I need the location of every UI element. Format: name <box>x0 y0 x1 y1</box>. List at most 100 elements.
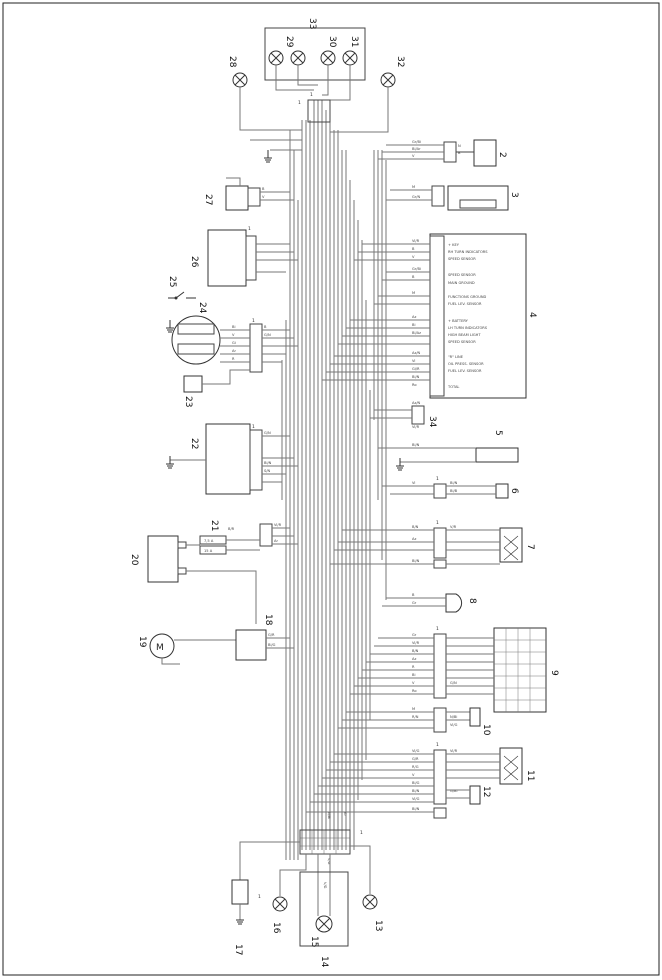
wire-vi-6: Vi <box>412 481 415 485</box>
label-11: 11 <box>525 770 535 781</box>
wire-az-9: Az <box>412 657 416 661</box>
wire-m-3: M <box>412 185 415 189</box>
wire-az-7: Az <box>412 537 416 541</box>
component-17: 1 <box>231 879 261 925</box>
ground-icon-4 <box>166 320 174 333</box>
wire-gn-9: G/N <box>450 681 457 685</box>
panel4-label-battery: + BATTERY <box>448 319 469 323</box>
switch-block-9: 1 Gr Vi/R B/N Az R Bi V Ro G/N <box>350 626 547 713</box>
panel4-label-key: + KEY <box>448 243 460 247</box>
panel4-label-high-beam: HIGH BEAM LIGHT <box>448 333 481 337</box>
wire-ar-bottom: Ar <box>343 812 347 816</box>
label-26: 26 <box>189 256 199 268</box>
wire-bin-5: Bi/N <box>412 443 420 447</box>
wire-azn-4: Az/N <box>412 351 421 355</box>
main-harness <box>281 100 387 860</box>
wire-bin-22: Bi/N <box>264 461 272 465</box>
label-17: 17 <box>233 944 243 955</box>
wire-n-2: N <box>458 144 461 148</box>
wire-b-4: B <box>412 247 415 251</box>
fuse-block-21: 7,5 A 15 A B/R Vi/R Ar <box>199 523 298 555</box>
label-21: 21 <box>209 520 219 531</box>
battery-20-icon <box>147 535 257 624</box>
wire-m-4: M <box>412 291 415 295</box>
wire-gr-8: Gr <box>412 601 417 605</box>
panel4-label-fuel-1: FUEL LEV. SENSOR <box>448 302 482 306</box>
connector-1-top <box>307 99 331 123</box>
wire-bin-7: Bi/N <box>412 559 420 563</box>
component-23 <box>183 369 250 393</box>
wire-vir-34: Vi/R <box>412 425 420 429</box>
label-33: 33 <box>307 18 317 29</box>
relay-18: G/R Bi/G <box>235 629 294 661</box>
label-connector-1b: 1 <box>248 226 251 232</box>
panel4-label-main-ground: MAIN GROUND <box>448 281 475 285</box>
label-5: 5 <box>493 430 503 436</box>
label-34: 34 <box>427 416 437 428</box>
wire-biar-2: Bi/Ar <box>412 147 421 151</box>
wire-v-9: V <box>412 681 415 685</box>
wire-gbi-11: G/Bi <box>450 789 457 793</box>
label-29: 29 <box>284 36 294 48</box>
ground-icon <box>264 150 272 163</box>
label-19: 19 <box>137 636 147 648</box>
wire-v-11: V <box>412 773 415 777</box>
wire-m-10: M <box>412 707 415 711</box>
wire-gr-18: G/R <box>268 633 275 637</box>
wire-bn-7: B/N <box>412 525 419 529</box>
wire-nbi-bottom: N/Bi <box>327 812 331 819</box>
component-10: M R/N N/Bi Vi/G <box>338 707 481 733</box>
component-26: 1 <box>207 226 298 287</box>
label-14: 14 <box>319 956 329 968</box>
label-7: 7 <box>525 544 535 550</box>
label-connector-1a: 1 <box>298 100 301 106</box>
wire-r-9: R <box>412 665 415 669</box>
wire-b-24: B <box>264 325 267 329</box>
label-31: 31 <box>349 36 359 47</box>
label-2: 2 <box>497 152 507 158</box>
panel4-label-speed-3: SPEED SENSOR <box>448 340 476 344</box>
wire-gi-24: Gi <box>232 341 236 345</box>
label-28: 28 <box>227 56 237 68</box>
panel4-label-speed-1: SPEED SENSOR <box>448 257 476 261</box>
wire-bi-9: Bi <box>412 673 415 677</box>
label-connector-1f: 1 <box>436 520 439 526</box>
wire-gir-4: Gi/R <box>412 367 420 371</box>
label-6: 6 <box>509 488 519 494</box>
wire-ar-21: Ar <box>274 539 278 543</box>
ground-icon-2 <box>166 456 174 469</box>
wire-gr-11: G/R <box>412 757 419 761</box>
wire-rg-11: R/G <box>412 765 419 769</box>
wire-grbi-4: Gr/Bi <box>412 267 421 271</box>
component-6: 1 Vi Bi/N Bi/B <box>382 476 509 499</box>
panel4-label-r-line: "R" LINE <box>448 355 464 359</box>
component-2: Gr/Bi Bi/Ar V N B <box>378 139 497 167</box>
tail-light-14: V/G <box>299 871 349 947</box>
component-11: 1 Vi/G G/R R/G V Bi/G Bi/N Vi/G Vi/R G/B… <box>310 742 523 805</box>
wire-vg-14: V/G <box>323 882 327 889</box>
wire-ro-9: Ro <box>412 689 417 693</box>
label-connector-1j: 1 <box>258 894 261 900</box>
wire-b2-4: B <box>412 275 415 279</box>
wire-az-4: Az <box>412 315 416 319</box>
panel4-label-speed-2: SPEED SENSOR <box>448 273 476 277</box>
wire-b-8: B <box>412 593 415 597</box>
lamp-16-icon <box>272 896 288 912</box>
wire-biaz-4: Bi/Az <box>412 331 421 335</box>
dashboard-panel-4: + KEY RH TURN INDICATORS SPEED SENSOR SP… <box>322 233 527 399</box>
panel4-label-fuel-2: FUEL LEV. SENSOR <box>448 369 482 373</box>
wire-vig-11: Vi/G <box>412 749 420 753</box>
component-5: Bi/N <box>378 443 519 463</box>
wire-r-24: R <box>232 357 235 361</box>
label-20: 20 <box>129 554 139 566</box>
bulb-29-icon <box>268 50 284 66</box>
label-connector-1e: 1 <box>436 476 439 482</box>
wire-big-18: Bi/G <box>268 643 276 647</box>
component-22: 1 G/N Bi/N S/N <box>170 423 298 495</box>
wire-sn-22: S/N <box>264 469 270 473</box>
component-12: Bi/N <box>306 785 481 819</box>
wire-vir-11: Vi/R <box>450 749 458 753</box>
bulb-30-icon <box>320 50 336 66</box>
wire-azn-34: Az/N <box>412 401 421 405</box>
